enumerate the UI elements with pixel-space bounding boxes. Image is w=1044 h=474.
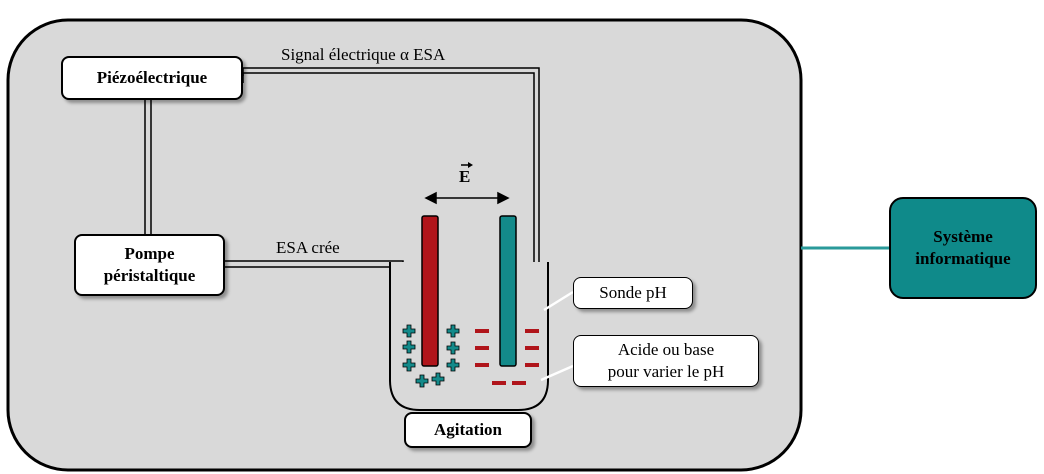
negative-ions	[475, 329, 539, 385]
computer-system-box: Système informatique	[889, 197, 1037, 299]
electric-field-label: E	[459, 167, 471, 186]
agitation-box: Agitation	[404, 412, 532, 448]
positive-ions	[402, 324, 460, 388]
plus-sign	[402, 358, 416, 372]
signal-label: Signal électrique α ESA	[281, 45, 446, 64]
signal-line	[242, 67, 540, 282]
system-label-line2: informatique	[915, 249, 1011, 268]
plus-sign	[402, 324, 416, 338]
plus-sign	[415, 374, 429, 388]
callout-lines	[540, 290, 574, 382]
field-arrow	[424, 191, 510, 205]
positive-electrode	[421, 215, 439, 367]
ph-probe-box: Sonde pH	[573, 277, 693, 309]
piezoelectric-box: Piézoélectrique	[61, 56, 243, 100]
minus-sign	[475, 363, 489, 367]
ph-probe-label: Sonde pH	[599, 283, 667, 302]
sonde-callout	[543, 290, 574, 312]
minus-sign	[525, 363, 539, 367]
acid-base-box: Acide ou base pour varier le pH	[573, 335, 759, 387]
minus-sign	[475, 346, 489, 350]
field-vector-head	[468, 162, 473, 168]
acide-callout	[540, 364, 574, 382]
minus-sign	[525, 329, 539, 333]
piezo-pump-link	[144, 100, 152, 236]
plus-sign	[446, 358, 460, 372]
plus-sign	[446, 324, 460, 338]
peristaltic-pump-box: Pompe péristaltique	[74, 234, 225, 296]
negative-electrode	[499, 215, 517, 367]
beaker	[389, 262, 549, 411]
esa-created-label: ESA crée	[276, 238, 340, 257]
agitation-label: Agitation	[434, 420, 502, 439]
acid-base-line2: pour varier le pH	[607, 362, 725, 381]
pump-label-line2: péristaltique	[103, 266, 196, 285]
minus-sign	[525, 346, 539, 350]
plus-sign	[446, 341, 460, 355]
pump-label-line1: Pompe	[124, 244, 175, 263]
piezoelectric-label: Piézoélectrique	[96, 68, 208, 87]
plus-sign	[431, 372, 445, 386]
acid-base-line1: Acide ou base	[617, 340, 715, 359]
plus-sign	[402, 340, 416, 354]
system-label-line1: Système	[933, 227, 993, 246]
minus-sign	[492, 381, 506, 385]
minus-sign	[475, 329, 489, 333]
minus-sign	[512, 381, 526, 385]
